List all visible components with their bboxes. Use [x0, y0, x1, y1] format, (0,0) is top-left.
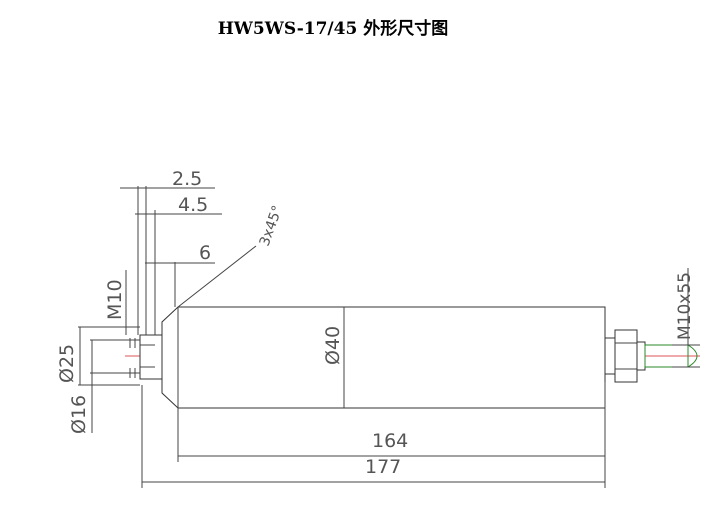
len177-label: 177 — [365, 456, 401, 478]
rear-nut — [614, 329, 638, 383]
dia25-label: Ø25 — [56, 344, 78, 383]
thread-end-label: M10x55 — [675, 272, 695, 340]
chamfer-leader — [177, 245, 257, 308]
chamfer-label: 3x45° — [257, 203, 286, 248]
dia40-label: Ø40 — [322, 326, 344, 365]
motor-body — [161, 306, 606, 409]
rear-collar — [604, 337, 616, 375]
dim-4-5-label: 4.5 — [178, 194, 208, 216]
dim-6-label: 6 — [199, 242, 211, 264]
dia16-label: Ø16 — [68, 395, 90, 434]
front-nose — [139, 334, 163, 380]
rear-thread — [644, 344, 689, 368]
thread-tip — [687, 344, 698, 368]
rear-washer — [636, 341, 646, 371]
m10-label: M10 — [104, 279, 126, 320]
len164-label: 164 — [372, 430, 408, 452]
drawing-title: HW5WS-17/45 外形尺寸图 — [217, 19, 449, 39]
dim-2-5-label: 2.5 — [172, 168, 202, 190]
